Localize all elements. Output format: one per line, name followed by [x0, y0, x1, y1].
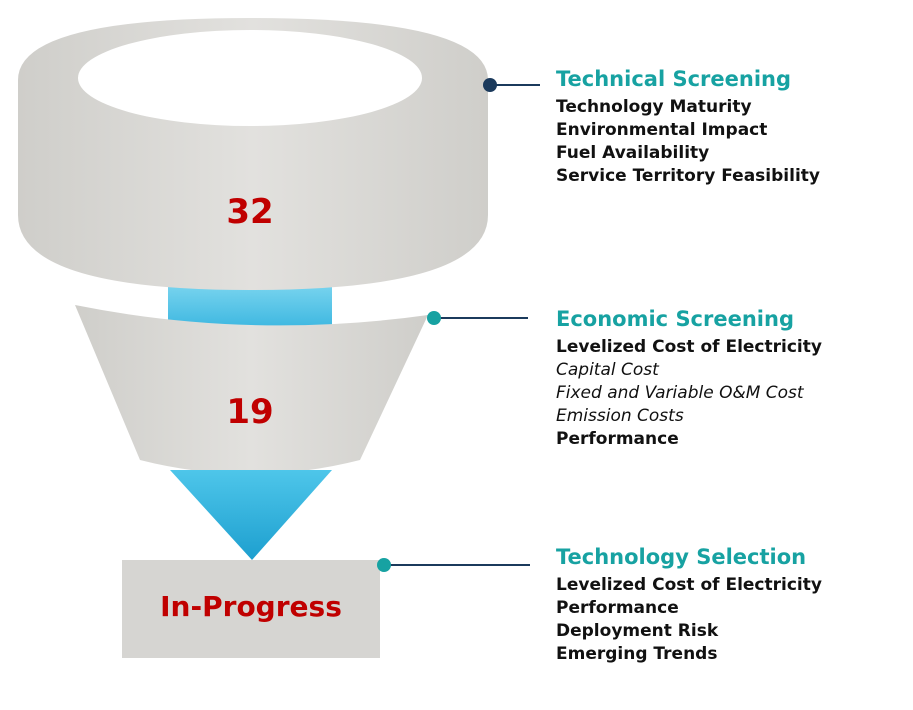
- criteria-list: Technology Maturity Environmental Impact…: [556, 96, 820, 188]
- criteria-item: Capital Cost: [556, 360, 659, 380]
- middle-stage-count: 19: [226, 392, 274, 432]
- criteria-item: Deployment Risk: [556, 621, 719, 641]
- criteria-list: Levelized Cost of Electricity Performanc…: [556, 574, 822, 666]
- result-label: In-Progress: [160, 590, 342, 623]
- criteria-list: Levelized Cost of Electricity Capital Co…: [556, 336, 822, 451]
- stage-title: Economic Screening: [556, 307, 794, 331]
- stage-title: Technology Selection: [556, 545, 807, 569]
- connector-economic: [427, 311, 528, 325]
- criteria-item: Environmental Impact: [556, 120, 768, 140]
- criteria-item: Emission Costs: [556, 406, 684, 426]
- criteria-item: Fuel Availability: [556, 143, 710, 163]
- connector-selection: [377, 558, 530, 572]
- criteria-item: Technology Maturity: [556, 97, 752, 117]
- connector-technical: [483, 78, 540, 92]
- result-box: [122, 560, 380, 658]
- stage-technical-screening: Technical Screening Technology Maturity …: [556, 66, 820, 188]
- criteria-item: Levelized Cost of Electricity: [556, 337, 822, 357]
- funnel-opening: [78, 30, 422, 126]
- funnel-cone: [170, 470, 332, 560]
- criteria-item: Fixed and Variable O&M Cost: [556, 383, 804, 403]
- stage-technology-selection: Technology Selection Levelized Cost of E…: [556, 544, 822, 666]
- stage-title: Technical Screening: [556, 67, 791, 91]
- stage-economic-screening: Economic Screening Levelized Cost of Ele…: [556, 306, 822, 451]
- criteria-item: Performance: [556, 429, 679, 449]
- top-stage-count: 32: [226, 192, 274, 232]
- criteria-item: Performance: [556, 598, 679, 618]
- criteria-item: Emerging Trends: [556, 644, 718, 664]
- criteria-item: Levelized Cost of Electricity: [556, 575, 822, 595]
- criteria-item: Service Territory Feasibility: [556, 166, 820, 186]
- funnel-middle-section: [75, 305, 428, 474]
